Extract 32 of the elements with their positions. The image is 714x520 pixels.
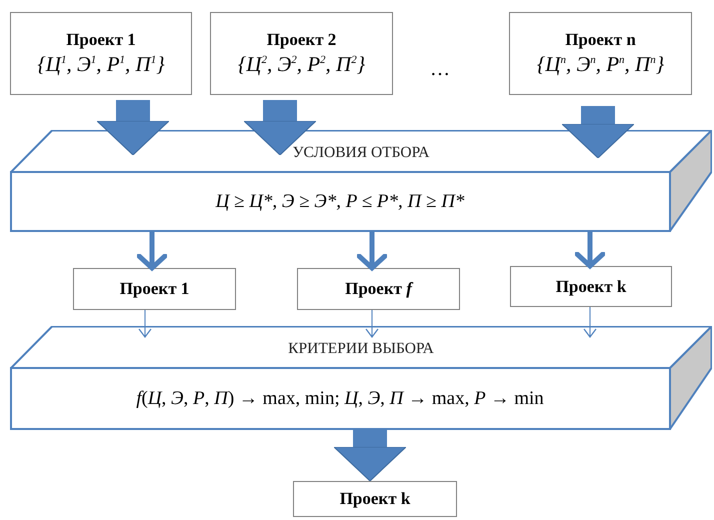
- arrow: [138, 310, 152, 338]
- block-title: КРИТЕРИИ ВЫБОРА: [288, 340, 434, 358]
- project-title: Проект k: [340, 489, 410, 509]
- project-box: [510, 266, 672, 307]
- project-box: [73, 268, 236, 310]
- project-title: Проект f: [345, 279, 412, 299]
- arrow: [574, 232, 606, 268]
- arrow: [356, 232, 388, 270]
- arrow: [96, 100, 170, 156]
- project-box: [210, 12, 393, 95]
- project-title: Проект 1: [66, 30, 136, 50]
- arrow: [244, 100, 316, 156]
- parameter-set: {Ц$^{2}$, Э$^{2}$, P$^{2}$, П$^{2}$}: [238, 52, 366, 77]
- project-box: [509, 12, 692, 95]
- block-title: УСЛОВИЯ ОТБОРА: [292, 144, 430, 162]
- project-box: [297, 268, 460, 310]
- project-box: [293, 481, 457, 517]
- project-box: [10, 12, 192, 95]
- ellipsis-text: …: [430, 58, 450, 81]
- arrow: [583, 306, 597, 338]
- formula-text: f(Ц, Э, P, П) → max, min; Ц, Э, П → max, P → min: [136, 388, 544, 410]
- project-title: Проект 1: [120, 279, 190, 299]
- project-title: Проект k: [556, 276, 626, 296]
- arrow: [136, 232, 168, 270]
- arrow: [365, 310, 379, 338]
- formula-text: Ц ≥ Ц*, Э ≥ Э*, P ≤ P*, П ≥ П*: [216, 191, 464, 213]
- parameter-set: {Ц$^{n}$, Э$^{n}$, P$^{n}$, П$^{n}$}: [536, 52, 664, 77]
- arrow: [562, 106, 634, 158]
- arrow: [334, 430, 406, 482]
- parameter-set: {Ц$^{1}$, Э$^{1}$, P$^{1}$, П$^{1}$}: [37, 52, 165, 77]
- project-title: Проект 2: [266, 30, 336, 50]
- project-title: Проект n: [565, 30, 636, 50]
